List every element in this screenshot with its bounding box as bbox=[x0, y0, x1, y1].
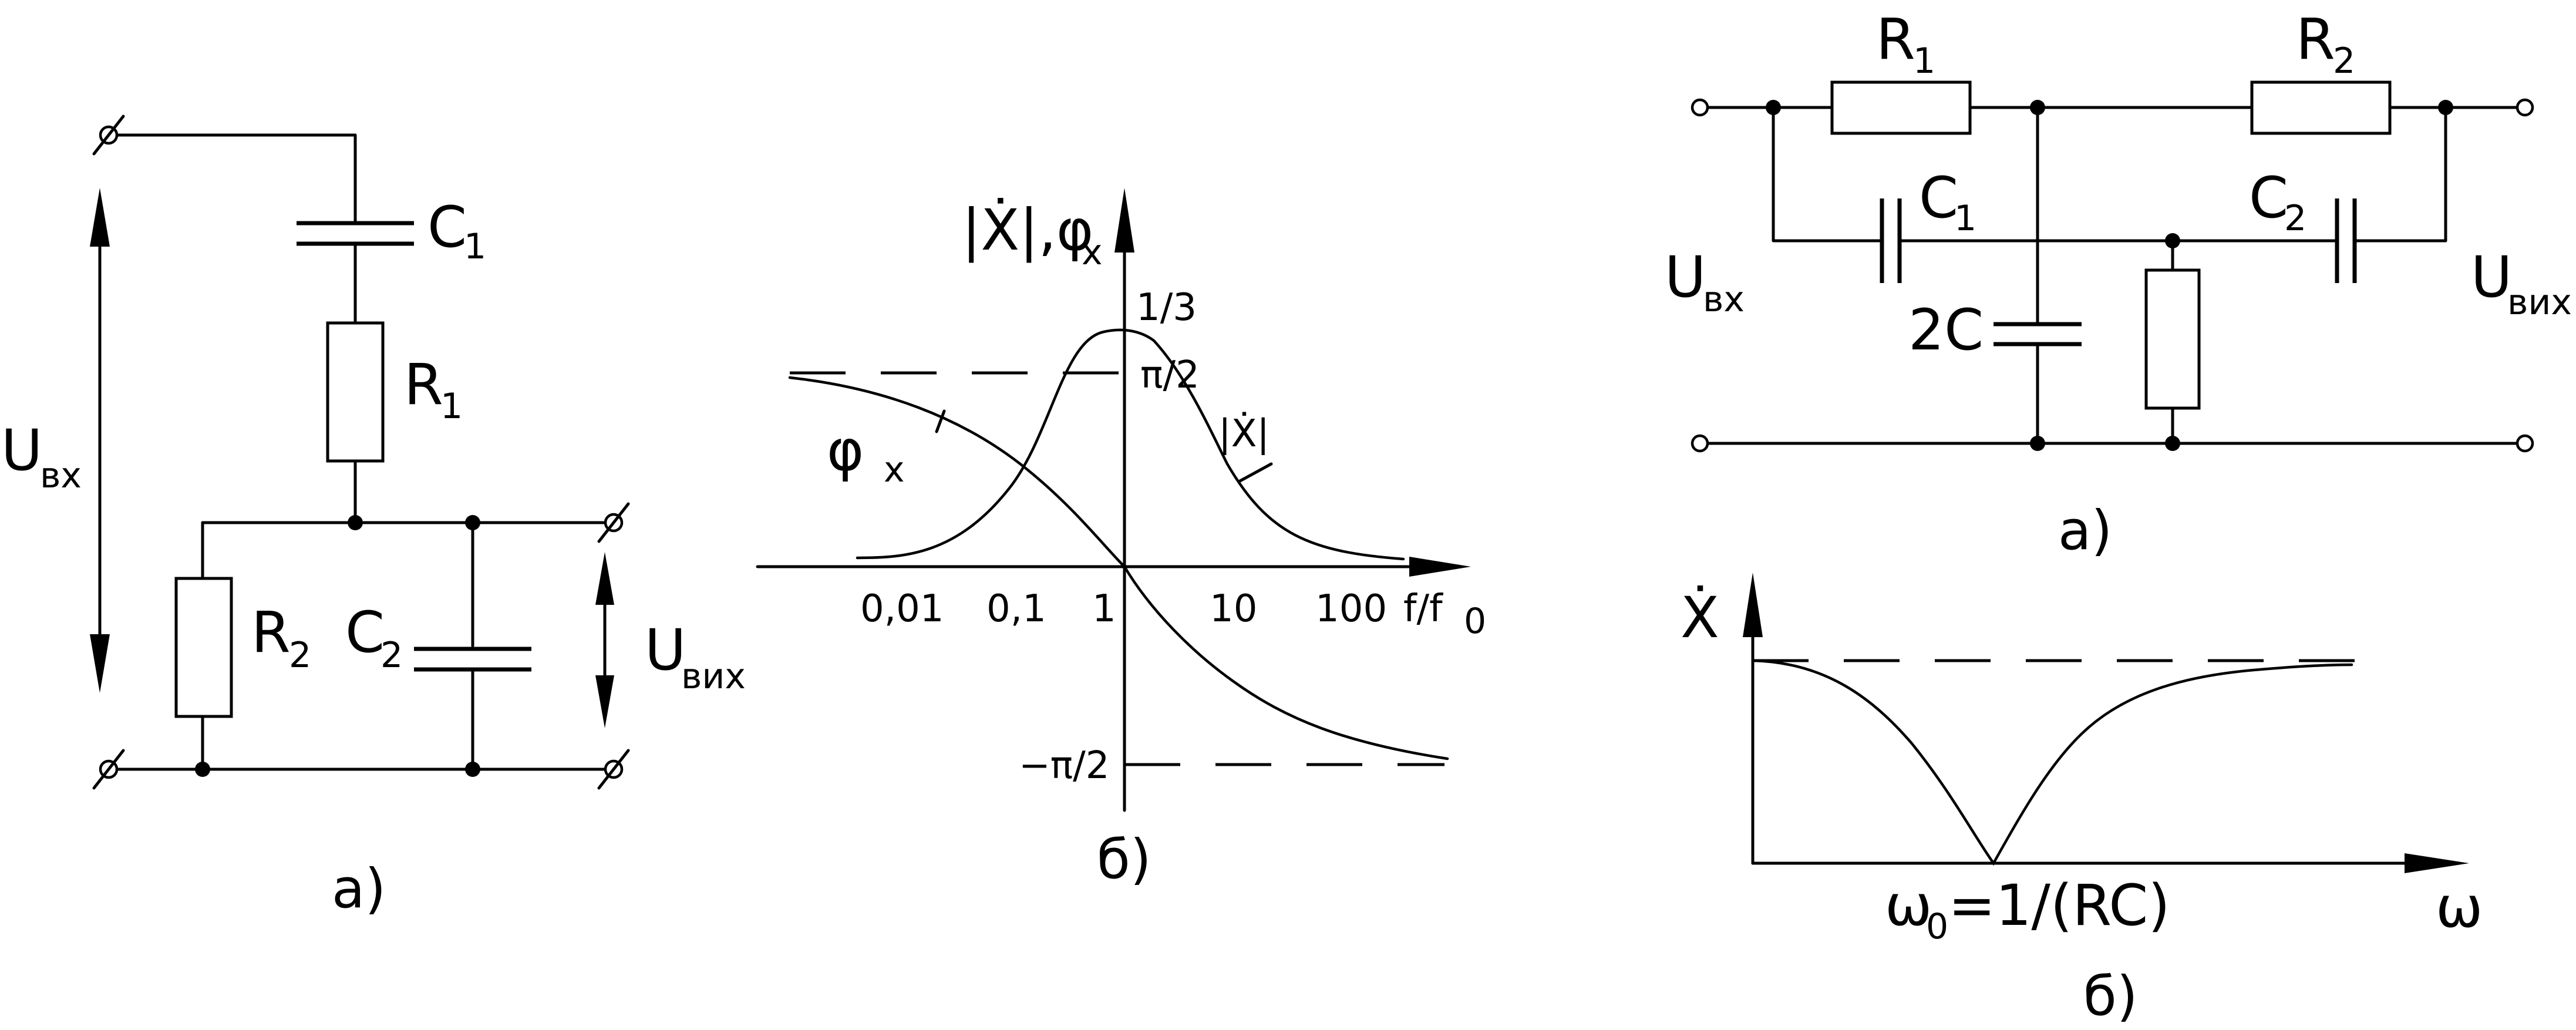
right-c1-capacitor bbox=[1880, 198, 1902, 283]
right-c2-sub: 2 bbox=[2284, 198, 2306, 239]
x-tick-label: 0,1 bbox=[986, 587, 1046, 631]
y-axis-arrow bbox=[1114, 188, 1134, 253]
graph-y-label-sub: x bbox=[1082, 232, 1103, 273]
graph-x-label: f/f bbox=[1403, 587, 1443, 631]
right-uout-label: U bbox=[2471, 244, 2512, 310]
graph-y-label: |Ẋ|,φ bbox=[962, 197, 1093, 264]
right-uin-sub: вх bbox=[1703, 279, 1745, 320]
left-caption-b: б) bbox=[1097, 828, 1151, 891]
left-input-terminal-top bbox=[92, 115, 125, 156]
x-tick-label: 1 bbox=[1092, 587, 1116, 631]
right-r-vertical-resistor bbox=[2144, 268, 2201, 410]
left-c2-sub: 2 bbox=[380, 635, 403, 676]
right-graph: Ẋ ω ω 0 =1/(RC) б) bbox=[1681, 573, 2483, 1028]
x-tick-label: 0,01 bbox=[860, 587, 944, 631]
graph-phi-label-sub: x bbox=[884, 449, 905, 490]
right-r1-label: R bbox=[1876, 6, 1915, 72]
phi-leader-line bbox=[935, 409, 946, 433]
left-r2-sub: 2 bbox=[289, 635, 311, 676]
junction-dot bbox=[465, 515, 480, 530]
magnitude-curve bbox=[856, 328, 1405, 561]
right-graph-min-label: ω bbox=[1885, 873, 1932, 938]
mag-leader-line bbox=[1237, 462, 1273, 483]
right-c2-label: C bbox=[2249, 165, 2288, 231]
right-circuit: R 1 R 2 C 1 C 2 2C U вх U вих а) bbox=[1665, 6, 2572, 562]
junction-dot bbox=[2165, 436, 2180, 451]
junction-dot bbox=[1766, 100, 1781, 115]
right-r1-sub: 1 bbox=[1913, 41, 1935, 82]
left-uin-sub: вх bbox=[40, 455, 82, 496]
left-r1-sub: 1 bbox=[440, 386, 463, 427]
left-r1-label: R bbox=[404, 352, 443, 418]
right-2c-label: 2C bbox=[1908, 297, 1984, 363]
right-c1-label: C bbox=[1919, 165, 1958, 231]
junction-dot bbox=[2438, 100, 2453, 115]
left-r2-resistor bbox=[174, 577, 233, 718]
junction-dot bbox=[465, 762, 480, 777]
junction-dot bbox=[195, 762, 210, 777]
left-c2-label: C bbox=[345, 600, 385, 665]
right-2c-capacitor bbox=[1994, 322, 2082, 346]
left-uout-arrow bbox=[595, 552, 614, 728]
right-caption-b: б) bbox=[2083, 965, 2138, 1028]
left-uin-label: U bbox=[1, 418, 42, 483]
graph-peak-label: 1/3 bbox=[1136, 286, 1197, 329]
right-input-terminal-bottom bbox=[1691, 434, 1709, 453]
junction-dot bbox=[348, 515, 363, 530]
right-graph-y-label: Ẋ bbox=[1681, 585, 1719, 651]
left-input-terminal-bottom bbox=[92, 749, 125, 790]
right-output-terminal-top bbox=[2516, 98, 2534, 117]
left-r2-label: R bbox=[251, 600, 291, 665]
left-caption-a: а) bbox=[332, 857, 386, 920]
left-c2-capacitor bbox=[414, 647, 531, 672]
right-c1-sub: 1 bbox=[1954, 198, 1976, 239]
right-caption-a: а) bbox=[2058, 499, 2112, 562]
left-c1-capacitor bbox=[297, 221, 414, 246]
left-uin-arrow bbox=[90, 188, 110, 693]
junction-dot bbox=[2030, 100, 2045, 115]
y-axis-arrow bbox=[1743, 573, 1763, 637]
left-r1-resistor bbox=[326, 321, 385, 463]
right-output-terminal-bottom bbox=[2516, 434, 2534, 453]
right-uin-label: U bbox=[1665, 244, 1706, 310]
left-c1-label: C bbox=[427, 194, 467, 260]
right-graph-min-label-sub: 0 bbox=[1926, 906, 1948, 947]
right-r2-resistor bbox=[2250, 80, 2392, 135]
graph-pi-half-label: π/2 bbox=[1140, 354, 1200, 397]
right-r1-resistor bbox=[1830, 80, 1972, 135]
graph-phi-label: φ bbox=[827, 418, 864, 483]
x-axis-arrow bbox=[1409, 557, 1471, 577]
left-uout-label: U bbox=[645, 617, 686, 683]
x-axis-arrow bbox=[2405, 853, 2469, 873]
right-r2-sub: 2 bbox=[2333, 41, 2355, 82]
left-c1-sub: 1 bbox=[464, 226, 486, 267]
right-input-terminal-top bbox=[1691, 98, 1709, 117]
right-graph-min-label-rest: =1/(RC) bbox=[1948, 873, 2170, 938]
junction-dot bbox=[2030, 436, 2045, 451]
x-tick-label: 100 bbox=[1315, 587, 1387, 631]
right-c2-capacitor bbox=[2335, 198, 2357, 283]
left-circuit: C 1 R 1 R 2 C 2 U вх U вих а) bbox=[1, 115, 746, 920]
graph-mag-label: |Ẋ| bbox=[1218, 412, 1270, 456]
graph-x-label-sub: 0 bbox=[1464, 601, 1486, 642]
left-uout-sub: вих bbox=[681, 656, 746, 697]
graph-minus-pi-half-label: −π/2 bbox=[1019, 744, 1109, 787]
right-graph-x-label: ω bbox=[2436, 874, 2483, 940]
phase-curve bbox=[788, 376, 1449, 760]
left-graph: |Ẋ|,φ x 1/3 π/2 −π/2 φ x |Ẋ| f/f 0 0,01 … bbox=[756, 188, 1486, 891]
left-output-terminal-top bbox=[597, 502, 630, 543]
junction-dot bbox=[2165, 233, 2180, 248]
left-output-terminal-bottom bbox=[597, 749, 630, 790]
x-tick-label: 10 bbox=[1210, 587, 1257, 631]
right-r2-label: R bbox=[2296, 6, 2335, 72]
right-uout-sub: вих bbox=[2507, 282, 2572, 323]
response-curve bbox=[1751, 659, 2353, 866]
